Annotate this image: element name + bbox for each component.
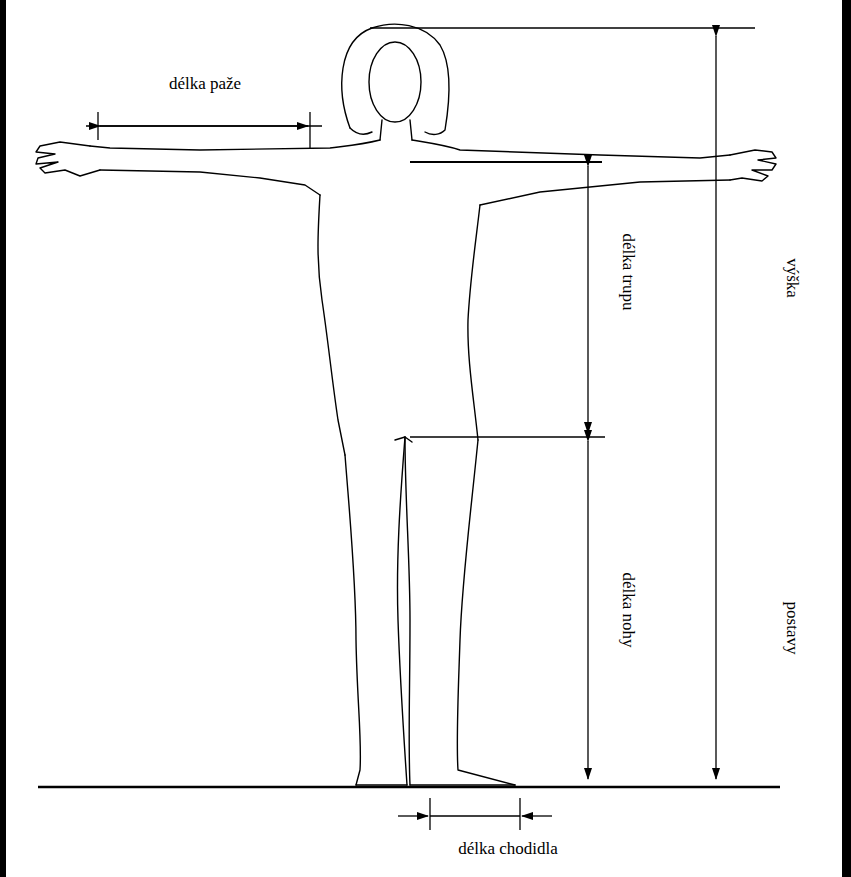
frame-edge xyxy=(842,0,851,877)
leg-length-label: délka nohy xyxy=(619,570,638,649)
arm-tick xyxy=(309,112,310,148)
height-label: postavy xyxy=(783,600,802,657)
trunk-dimension xyxy=(587,166,588,433)
arm-dimension xyxy=(100,125,308,126)
arm-length-label: délka paže xyxy=(167,75,243,94)
height-dimension xyxy=(715,36,716,779)
dimension-lines xyxy=(38,28,780,830)
foot-tick xyxy=(519,798,520,830)
arm-extent xyxy=(86,125,322,126)
top-line xyxy=(370,27,755,28)
foot-arrow xyxy=(522,815,552,816)
human-figure xyxy=(36,24,776,785)
foot-dimension xyxy=(430,815,520,816)
trunk-length-label: délka trupu xyxy=(619,232,638,313)
ground-line xyxy=(38,786,780,789)
foot-tick xyxy=(429,798,430,830)
crotch-line xyxy=(410,436,605,437)
shoulder-line xyxy=(410,161,602,163)
leg-dimension xyxy=(587,441,588,779)
foot-arrow xyxy=(398,815,428,816)
frame-edge xyxy=(0,0,6,877)
foot-length-label: délka chodidla xyxy=(456,840,560,859)
height-label: výška xyxy=(783,256,802,300)
